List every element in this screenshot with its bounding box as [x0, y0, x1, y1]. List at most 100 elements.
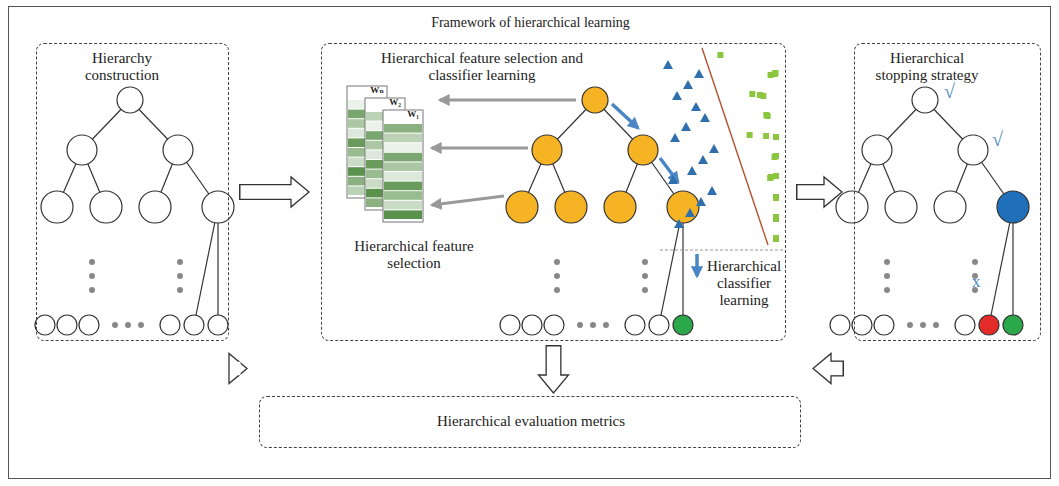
- tree-node: [506, 191, 538, 223]
- weight-matrix: [383, 110, 423, 222]
- tree-node: [139, 191, 171, 223]
- tree-node: [41, 191, 73, 223]
- tree-node: [625, 315, 645, 335]
- cross-mark: x: [972, 272, 986, 291]
- tree-node: [604, 191, 636, 223]
- tree-node: [649, 315, 669, 335]
- hollow-arrow: [796, 177, 842, 207]
- tree-edge: [989, 207, 1013, 325]
- hollow-arrow: [813, 354, 844, 384]
- tree-edge: [659, 207, 683, 325]
- selection-arrow: [432, 147, 528, 150]
- path-arrow: [695, 254, 699, 276]
- tree-node: [979, 315, 999, 335]
- tree-node: [163, 135, 193, 165]
- hollow-arrow: [239, 177, 309, 207]
- tree-node: [997, 191, 1029, 223]
- tree-node: [544, 315, 564, 335]
- tree-node: [1003, 315, 1023, 335]
- tree-node: [35, 315, 55, 335]
- ellipsis-dot: [554, 287, 560, 293]
- decision-boundary: [702, 48, 768, 245]
- tree-node: [673, 315, 693, 335]
- tree-node: [160, 315, 180, 335]
- ellipsis-dot: [920, 322, 926, 328]
- tree-edge: [194, 207, 218, 325]
- tree-node: [958, 135, 988, 165]
- tree-node: [532, 135, 562, 165]
- ellipsis-dot: [933, 322, 939, 328]
- ellipsis-dot: [972, 259, 978, 265]
- tree-node: [934, 191, 966, 223]
- ellipsis-dot: [907, 322, 913, 328]
- ellipsis-dot: [642, 287, 648, 293]
- path-arrow: [612, 104, 638, 128]
- ellipsis-dot: [125, 322, 131, 328]
- ellipsis-dot: [177, 259, 183, 265]
- panel-title: Hierarchical stopping strategy: [872, 50, 982, 85]
- tree-node: [57, 315, 77, 335]
- ellipsis-dot: [590, 322, 596, 328]
- ellipsis-dot: [642, 273, 648, 279]
- tree-edge: [217, 207, 218, 325]
- tree-node: [582, 87, 608, 113]
- tree-node: [117, 87, 143, 113]
- selection-arrow: [440, 99, 576, 102]
- tree-node: [208, 315, 228, 335]
- ellipsis-dot: [554, 259, 560, 265]
- tree-node: [852, 315, 872, 335]
- tree-node: [836, 191, 868, 223]
- tree-edge: [1012, 207, 1013, 325]
- panel-title: Hierarchical feature selection and class…: [377, 50, 587, 85]
- annotation-label: Hierarchical classifier learning: [703, 258, 785, 308]
- tree-node: [885, 191, 917, 223]
- tree-figure: [830, 87, 1029, 335]
- annotation-label: Hierarchical feature selection: [348, 238, 480, 272]
- tree-node: [79, 315, 99, 335]
- tree-node: [184, 315, 204, 335]
- ellipsis-dot: [577, 322, 583, 328]
- ellipsis-dot: [138, 322, 144, 328]
- tree-node: [912, 87, 938, 113]
- panel-box: Hierarchy construction: [36, 43, 229, 341]
- tree-node: [955, 315, 975, 335]
- ellipsis-dot: [89, 287, 95, 293]
- separator-line: [660, 250, 785, 251]
- frame-box: Framework of hierarchical learningHierar…: [8, 6, 1051, 479]
- tree-node: [67, 135, 97, 165]
- ellipsis-dot: [177, 273, 183, 279]
- tree-node: [667, 191, 699, 223]
- tree-node: [830, 315, 850, 335]
- scatter-plot: [663, 52, 779, 242]
- ellipsis-dot: [112, 322, 118, 328]
- tree-node: [862, 135, 892, 165]
- selection-arrow: [432, 196, 504, 205]
- path-arrow: [660, 158, 678, 182]
- ellipsis-dot: [642, 259, 648, 265]
- tree-node: [500, 315, 520, 335]
- matrix-label: W₁: [403, 109, 423, 119]
- ellipsis-dot: [177, 287, 183, 293]
- check-mark: √: [992, 128, 1012, 150]
- ellipsis-dot: [89, 259, 95, 265]
- tree-node: [628, 135, 658, 165]
- ellipsis-dot: [89, 273, 95, 279]
- ellipsis-dot: [603, 322, 609, 328]
- panel-title: Hierarchical evaluation metrics: [260, 413, 802, 430]
- tree-node: [874, 315, 894, 335]
- hollow-arrow: [229, 354, 247, 384]
- ellipsis-dot: [554, 273, 560, 279]
- frame-title: Framework of hierarchical learning: [9, 15, 1052, 31]
- tree-figure: [35, 87, 234, 335]
- tree-node: [555, 191, 587, 223]
- panel-box: Hierarchical evaluation metrics: [259, 396, 801, 448]
- tree-node: [202, 191, 234, 223]
- panel-title: Hierarchy construction: [67, 50, 177, 85]
- ellipsis-dot: [884, 273, 890, 279]
- hollow-arrow: [539, 345, 569, 393]
- ellipsis-dot: [884, 287, 890, 293]
- tree-edge: [682, 207, 683, 325]
- matrix-label: W₂: [385, 97, 405, 107]
